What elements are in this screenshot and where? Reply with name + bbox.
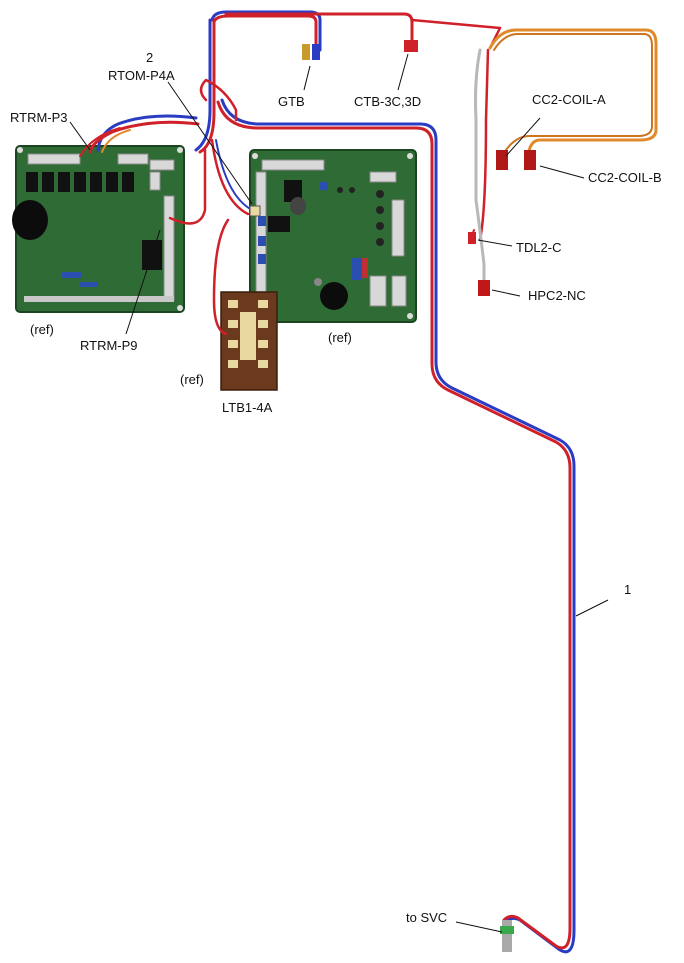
cc2-coil-a-connector (496, 150, 508, 170)
label-cc2-coil-b: CC2-COIL-B (588, 170, 662, 185)
label-rtrm-p3: RTRM-P3 (10, 110, 68, 125)
ctb-connector (404, 40, 418, 52)
label-rtom-p4a: RTOM-P4A (108, 68, 175, 83)
tdl2-connector (468, 232, 476, 244)
label-ref-ltb: (ref) (180, 372, 204, 387)
label-rtrm-p9: RTRM-P9 (80, 338, 138, 353)
label-ref-left: (ref) (30, 322, 54, 337)
label-cc2-coil-a: CC2-COIL-A (532, 92, 606, 107)
rtrm-board (12, 145, 185, 313)
label-item-2: 2 (146, 50, 153, 65)
labels: 2 RTOM-P4A RTRM-P3 GTB CTB-3C,3D CC2-COI… (10, 50, 662, 925)
label-ltb1-4a: LTB1-4A (222, 400, 273, 415)
label-ref-mid: (ref) (328, 330, 352, 345)
connectors (249, 40, 536, 952)
label-item-1: 1 (624, 582, 631, 597)
label-to-svc: to SVC (406, 910, 447, 925)
svc-connector (502, 920, 512, 952)
leader-lines (69, 53, 609, 933)
label-gtb: GTB (278, 94, 305, 109)
ltb-terminal-board (220, 291, 278, 391)
label-ctb: CTB-3C,3D (354, 94, 421, 109)
gtb-connector (302, 44, 310, 60)
rtom-p4a-connector (249, 205, 261, 217)
label-tdl2-c: TDL2-C (516, 240, 562, 255)
hpc2-connector (478, 280, 490, 296)
label-hpc2-nc: HPC2-NC (528, 288, 586, 303)
cc2-coil-b-connector (524, 150, 536, 170)
